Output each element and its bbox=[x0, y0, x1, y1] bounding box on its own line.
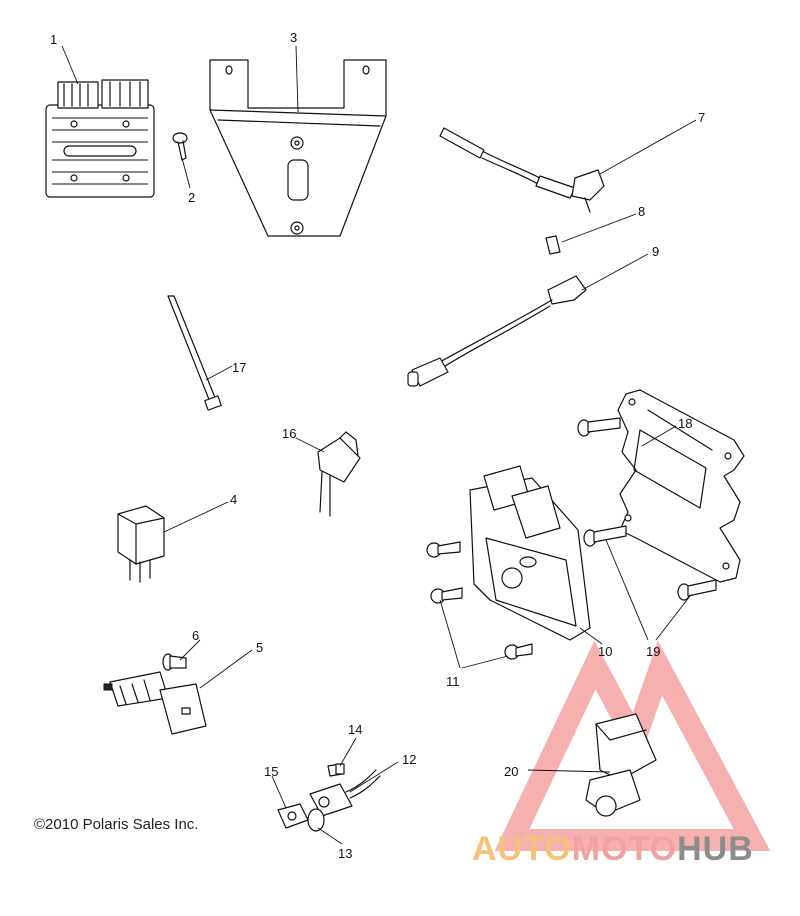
part-12-sensor bbox=[309, 769, 381, 817]
part-7-sensor-harness bbox=[439, 127, 605, 213]
part-2-screw bbox=[172, 132, 188, 161]
copyright-notice: ©2010 Polaris Sales Inc. bbox=[34, 816, 199, 833]
part-14-bolt bbox=[327, 763, 345, 777]
part-9-cable bbox=[407, 275, 587, 387]
part-13-ring bbox=[307, 808, 325, 832]
callout-12: 12 bbox=[402, 752, 416, 767]
part-19-bolt-a bbox=[577, 417, 621, 437]
callout-11: 11 bbox=[446, 674, 460, 689]
callout-5: 5 bbox=[256, 640, 263, 655]
callout-3: 3 bbox=[290, 30, 297, 45]
part-1-voltage-regulator bbox=[45, 79, 155, 198]
watermark-logo-text: AUTOMOTOHUB bbox=[472, 830, 754, 869]
callout-15: 15 bbox=[264, 764, 278, 779]
part-3-mounting-bracket bbox=[209, 59, 387, 237]
part-11-bolt-a bbox=[426, 541, 461, 558]
part-10-ecu bbox=[469, 465, 591, 641]
callout-labels: 1 2 3 4 5 6 7 8 9 10 11 12 13 14 15 16 1… bbox=[50, 30, 705, 861]
part-6-bolt bbox=[162, 653, 187, 671]
part-19-bolt-b bbox=[583, 525, 627, 547]
callout-2: 2 bbox=[188, 190, 195, 205]
part-15-gasket bbox=[277, 803, 309, 829]
callout-17: 17 bbox=[232, 360, 246, 375]
watermark-text-part3: HUB bbox=[677, 830, 754, 868]
part-8-pin bbox=[545, 235, 561, 255]
callout-14: 14 bbox=[348, 722, 362, 737]
callout-13: 13 bbox=[338, 846, 352, 861]
watermark-text-part2: MOTO bbox=[571, 830, 678, 868]
callout-9: 9 bbox=[652, 244, 659, 259]
part-5-connector-block bbox=[103, 671, 207, 735]
callout-4: 4 bbox=[230, 492, 237, 507]
callout-18: 18 bbox=[678, 416, 692, 431]
part-17-cable-tie bbox=[167, 295, 222, 411]
callout-10: 10 bbox=[598, 644, 612, 659]
part-11-bolt-b bbox=[430, 587, 463, 604]
part-4-relay bbox=[117, 505, 165, 583]
part-19-bolt-c bbox=[677, 579, 717, 601]
callout-16: 16 bbox=[282, 426, 296, 441]
callout-20: 20 bbox=[504, 764, 518, 779]
part-20-sensor bbox=[585, 713, 657, 817]
watermark-triangle-logo bbox=[494, 640, 771, 851]
callout-6: 6 bbox=[192, 628, 199, 643]
leader-lines bbox=[61, 45, 697, 845]
callout-7: 7 bbox=[698, 110, 705, 125]
callout-8: 8 bbox=[638, 204, 645, 219]
callout-19: 19 bbox=[646, 644, 660, 659]
callout-1: 1 bbox=[50, 32, 57, 47]
part-16-sensor bbox=[317, 431, 361, 517]
part-11-bolt-c bbox=[504, 643, 533, 660]
watermark-text-part1: AUTO bbox=[472, 830, 572, 868]
part-18-mounting-plate bbox=[617, 389, 745, 583]
